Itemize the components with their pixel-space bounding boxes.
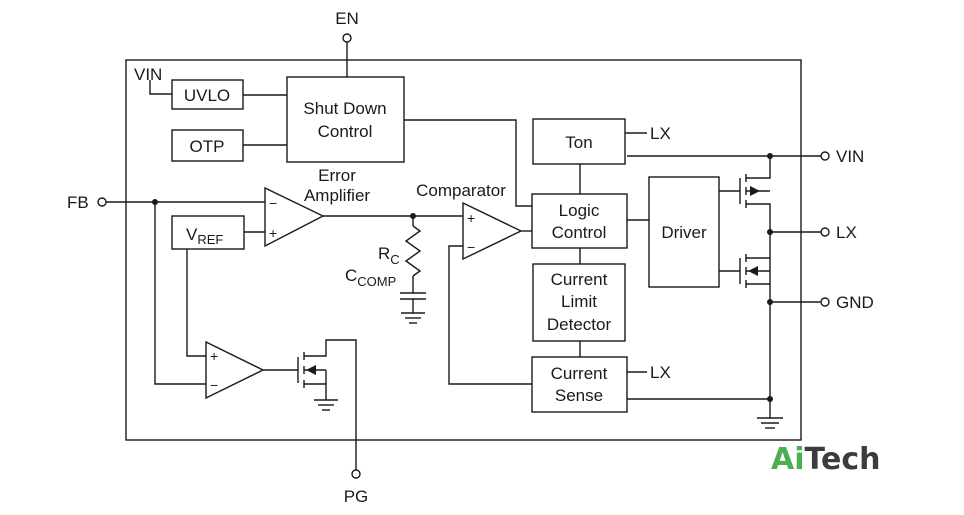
ton-block bbox=[532, 118, 626, 165]
logic-control-block bbox=[531, 193, 628, 249]
otp-label: OTP bbox=[190, 137, 225, 156]
uvlo-block bbox=[171, 79, 244, 110]
uvlo-label: UVLO bbox=[184, 86, 230, 105]
fb-pin-label: FB bbox=[67, 193, 89, 212]
otp-block bbox=[171, 129, 244, 162]
internal-vin-label: VIN bbox=[134, 65, 162, 84]
shutdown-label-1: Shut Down bbox=[303, 99, 386, 118]
climit-label-2: Limit bbox=[561, 292, 597, 311]
aitech-logo: AiTech bbox=[771, 442, 880, 477]
cs-lx-label: LX bbox=[650, 363, 671, 382]
ton-lx-label: LX bbox=[650, 124, 671, 143]
hs-fet-arrow bbox=[750, 186, 760, 196]
pg-pin-label: PG bbox=[344, 487, 369, 506]
shutdown-control-block bbox=[286, 76, 405, 163]
ea-plus: + bbox=[269, 225, 277, 241]
rc-label: RC bbox=[378, 244, 400, 267]
ton-label: Ton bbox=[565, 133, 592, 152]
driver-label: Driver bbox=[661, 223, 707, 242]
error-amplifier bbox=[264, 186, 325, 248]
en-pin bbox=[342, 33, 352, 43]
shutdown-label-2: Control bbox=[318, 122, 373, 141]
lx-pin-label: LX bbox=[836, 223, 857, 242]
logic-label-1: Logic bbox=[559, 201, 600, 220]
ls-fet-arrow bbox=[748, 266, 758, 276]
junctions bbox=[152, 153, 773, 402]
vref-label: VREF bbox=[186, 225, 223, 247]
climit-label-3: Detector bbox=[547, 315, 612, 334]
comparator-label: Comparator bbox=[416, 181, 506, 200]
vin-pin-label: VIN bbox=[836, 147, 864, 166]
comp-minus: − bbox=[467, 239, 475, 255]
pg-comp-plus: + bbox=[210, 348, 218, 364]
csense-label-1: Current bbox=[551, 364, 608, 383]
comp-plus: + bbox=[467, 210, 475, 226]
power-stage bbox=[719, 156, 771, 399]
logic-label-2: Control bbox=[552, 223, 607, 242]
pg-fet-arrow bbox=[306, 365, 316, 375]
pg-comp-minus: − bbox=[210, 377, 218, 393]
current-sense-block bbox=[531, 356, 628, 413]
pg-pin bbox=[351, 469, 361, 479]
fb-pin bbox=[97, 197, 107, 207]
gnd-pin bbox=[820, 297, 830, 307]
current-limit-detector-block bbox=[532, 263, 626, 342]
climit-label-1: Current bbox=[551, 270, 608, 289]
pg-comparator bbox=[205, 340, 265, 400]
driver-block bbox=[648, 176, 720, 288]
comparator bbox=[462, 201, 523, 261]
lx-pin bbox=[820, 227, 830, 237]
vin-pin bbox=[820, 151, 830, 161]
vref-block bbox=[171, 215, 245, 250]
ea-minus: − bbox=[269, 195, 277, 211]
en-pin-label: EN bbox=[335, 9, 359, 28]
chip-outline bbox=[125, 59, 802, 441]
gnd-pin-label: GND bbox=[836, 293, 874, 312]
wires bbox=[106, 42, 821, 470]
csense-label-2: Sense bbox=[555, 386, 603, 405]
error-amp-label-2: Amplifier bbox=[304, 186, 370, 205]
ccomp-label: CCOMP bbox=[345, 266, 396, 289]
error-amp-label-1: Error bbox=[318, 166, 356, 185]
